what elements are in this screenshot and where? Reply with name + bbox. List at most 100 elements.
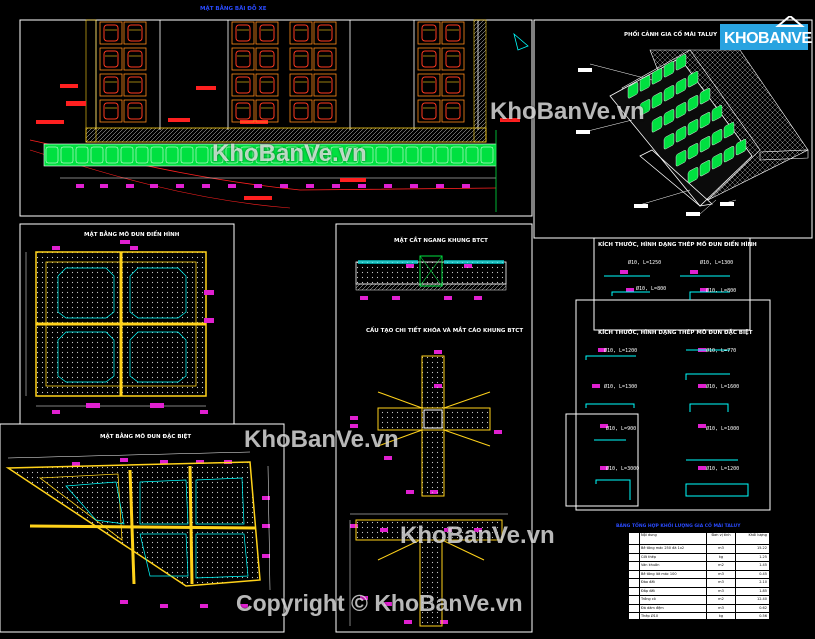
annotation-tag [698,424,706,428]
car [289,47,313,71]
table-cell: m3 [707,630,736,638]
car [441,21,465,45]
grass-blocks [45,146,494,164]
grass-block [315,146,329,164]
table-cell: Bê tông mác 250 đá 1x2 [639,545,707,553]
grass-cell [687,167,699,184]
car [441,73,465,97]
grass-cell [711,129,723,146]
table-cell: kg [707,621,736,629]
car [99,21,123,45]
grass-cell [639,75,651,92]
table-cell: m3 [707,604,736,612]
table-cell: m3 [707,587,736,595]
grass-block [390,146,404,164]
car [231,21,255,45]
car [417,73,441,97]
table-cell [629,621,640,629]
table-cell: 1.25 [759,554,767,559]
grass-cell [651,92,663,109]
detail-section-title: MẶT CẮT NGANG KHUNG BTCT [394,238,488,244]
table-cell: m3 [707,545,736,553]
table-cell: 0.56 [759,614,767,618]
quantity-table: Nội dung Đơn vị tính Khối lượng Bê tông … [628,532,770,639]
annotation-tag [126,184,134,188]
grass-block [240,146,254,164]
annotation-tag [120,458,128,462]
table-cell [629,553,640,561]
table-cell: m2 [707,596,736,604]
table-cell: Thép Ø6 [639,621,707,629]
grass-block [255,146,269,164]
grass-block [360,146,374,164]
grass-block [210,146,224,164]
annotation-tag [228,184,236,188]
car [289,21,313,45]
rebar-label: Ø10, L=1200 [706,466,740,472]
annotation-tag [690,270,698,274]
table-cell: m3 [707,570,736,578]
parking-plan [29,19,529,212]
grass-block [375,146,389,164]
rebar-label: Ø10, L=1300 [604,384,638,390]
rebar-label: Ø10, L=800 [706,288,737,294]
table-cell: Cát vàng [639,630,707,638]
rebar-label: Ø10, L=1600 [706,384,740,390]
rebar-label: Ø10, L=1000 [706,426,740,432]
khobanve-logo [720,16,808,50]
annotation-tag [150,184,158,188]
grass-cell [699,136,711,153]
car [313,73,337,97]
grid-plan-title: MẶT BẰNG MÔ ĐUN ĐIỂN HÌNH [84,232,180,238]
annotation-tag [202,184,210,188]
watermark: KhoBanVe.vn [490,98,645,125]
annotation-tag [350,524,358,528]
grass-cell [699,88,711,105]
car [417,47,441,71]
annotation-tag [384,602,392,606]
perspective-grass-grid [627,54,747,184]
annotation-tag [358,184,366,188]
car [99,47,123,71]
car [231,73,255,97]
annotation-tag [350,416,358,420]
annotation-tag [474,296,482,300]
grass-block [90,146,104,164]
table-cell: 1.45 [759,563,767,567]
annotation-tag [410,184,418,188]
annotation-tag [436,184,444,188]
grass-block [120,146,134,164]
grass-cell [675,54,687,71]
annotation-tag [444,296,452,300]
table-cell [629,604,640,612]
car [99,99,123,123]
joint-detail-title: CẤU TẠO CHI TIẾT KHÓA VÀ MẮT CÁO KHUNG B… [366,328,524,334]
car [123,21,147,45]
annotation-tag [72,462,80,466]
table-cell: m3 [707,579,736,587]
table-cell: 0.62 [759,605,767,610]
grass-cell [687,143,699,160]
grass-cell [663,85,675,102]
annotation-tag [626,288,634,292]
rebar-label: Ø10, L=770 [706,348,737,354]
car [289,99,313,123]
watermark: KhoBanVe.vn [244,426,399,453]
grass-cell [651,116,663,133]
grass-cell [639,99,651,116]
table-cell: 0.12 [759,631,767,635]
grass-cell [663,61,675,78]
car [255,99,279,123]
rebar-typical-title: KÍCH THƯỚC, HÌNH DẠNG THÉP MÔ ĐUN ĐIỂN H… [598,242,757,248]
annotation-tag [76,184,84,188]
grass-cell [675,150,687,167]
annotation-tag [262,524,270,528]
car [255,73,279,97]
